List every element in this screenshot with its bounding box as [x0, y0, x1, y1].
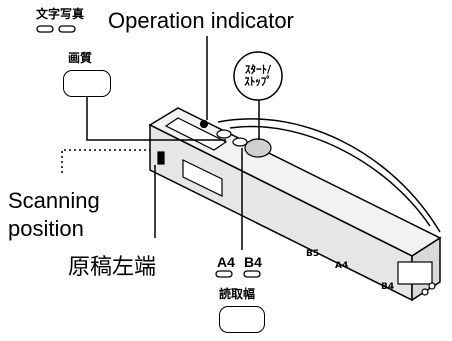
start-stop-line1: ｽﾀｰﾄ/: [244, 63, 272, 76]
device-mark-b5: B5: [306, 249, 320, 259]
operation-indicator-label: Operation indicator: [108, 8, 294, 33]
device-mark-a4: A4: [335, 261, 349, 271]
start-stop-label: ｽﾀｰﾄ/ ｽﾄｯﾌﾟ: [238, 64, 278, 87]
mode-leds: [36, 25, 261, 278]
quality-button[interactable]: [63, 70, 111, 97]
start-stop-button-outline: [233, 51, 283, 101]
scan-width-button[interactable]: [219, 306, 265, 333]
width-a4-label: A4: [217, 254, 235, 270]
front-slot: [157, 151, 436, 296]
mode-text-label: 文字: [36, 7, 61, 21]
leader-lines: [61, 36, 260, 250]
quality-label: 画質: [68, 51, 93, 65]
start-stop-line2: ｽﾄｯﾌﾟ: [244, 74, 272, 88]
scan-width-label: 読取幅: [219, 287, 256, 301]
scanning-position-line2: position: [8, 216, 84, 241]
document-left-edge-label: 原稿左端: [68, 254, 157, 279]
mode-photo-label: 写真: [60, 7, 85, 21]
width-b4-label: B4: [244, 254, 262, 270]
control-panel: [164, 117, 272, 158]
scanning-position-line1: Scanning: [8, 188, 100, 213]
device-mark-b4: B4: [381, 282, 395, 292]
